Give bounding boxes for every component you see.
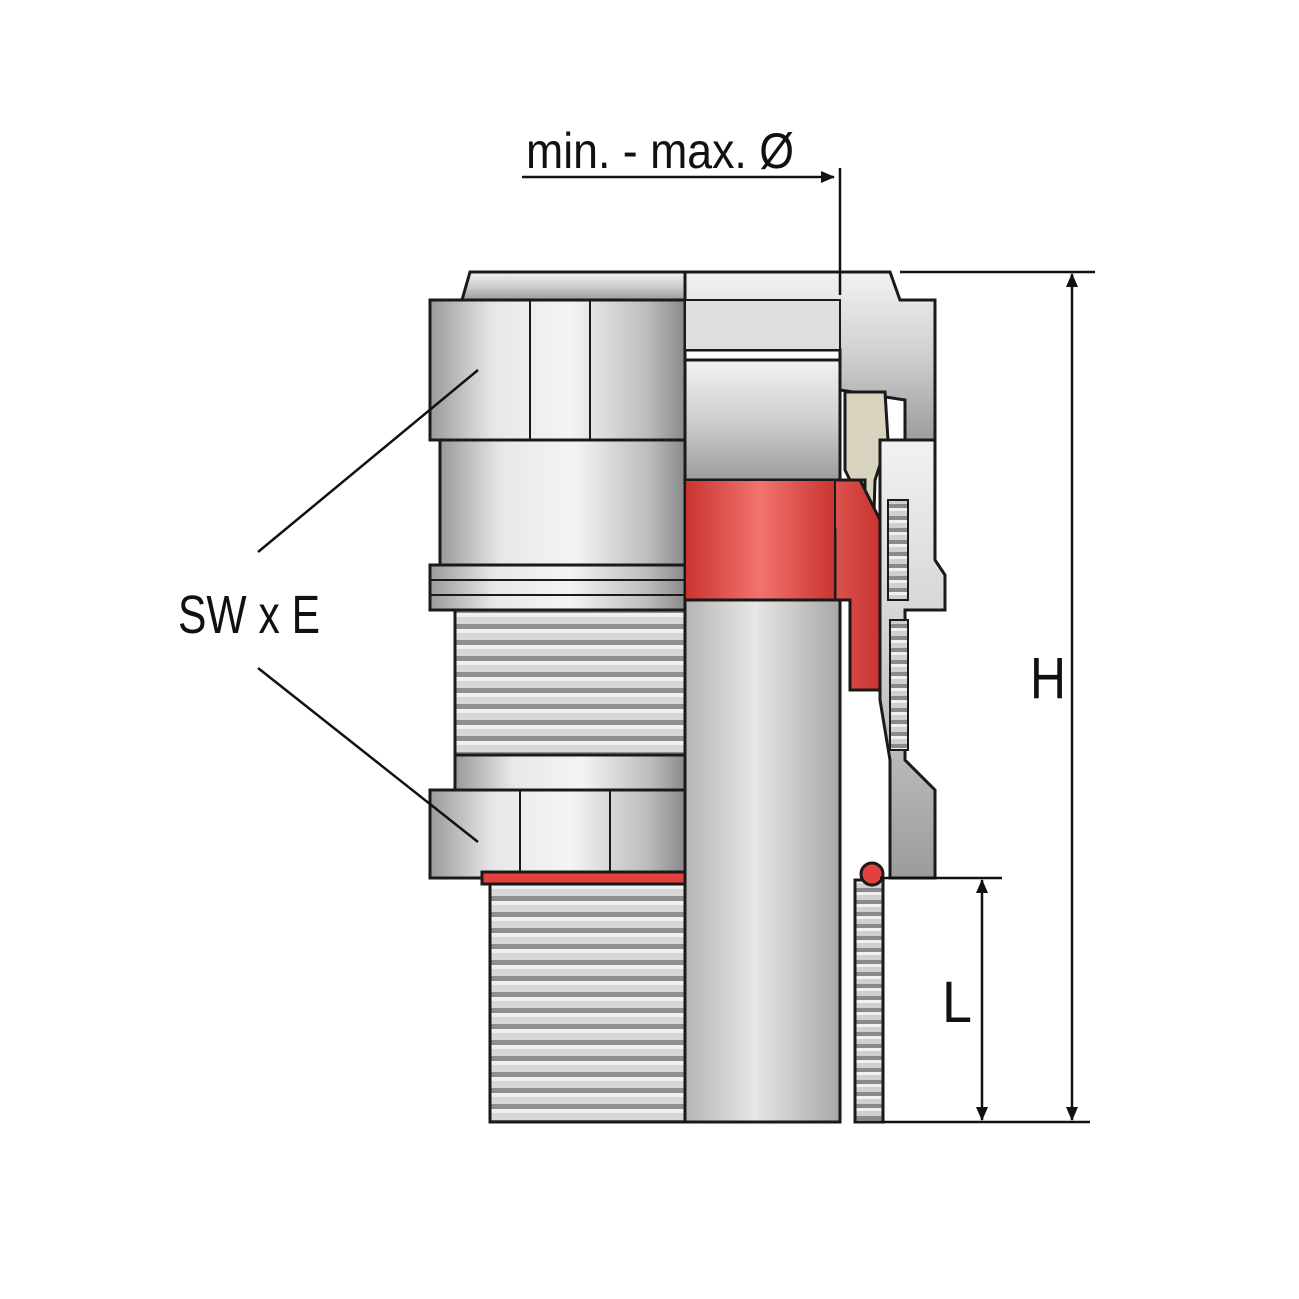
groove-ring <box>428 563 687 612</box>
thread-length-label: L <box>942 970 972 1035</box>
clamp-section <box>683 358 842 482</box>
middle-thread <box>453 608 687 757</box>
upper-hex-nut <box>428 298 687 442</box>
bottom-seal <box>480 870 687 886</box>
wrench-leader-lower <box>257 667 479 843</box>
neck <box>453 753 687 792</box>
wrench-leader-upper <box>257 369 479 553</box>
cable <box>683 598 842 1124</box>
upper-body <box>438 438 687 567</box>
diameter-label: min. - max. Ø <box>526 123 794 179</box>
entry-thread <box>488 882 687 1124</box>
dimensions <box>257 168 1095 1124</box>
gland-exterior <box>428 270 687 1124</box>
wrench-size-label: SW x E <box>178 585 320 645</box>
gland-section <box>683 270 947 1124</box>
entry-thread-section <box>853 878 885 1124</box>
height-label: H <box>1030 646 1066 711</box>
o-ring <box>859 861 885 887</box>
dome-cap <box>460 270 687 302</box>
